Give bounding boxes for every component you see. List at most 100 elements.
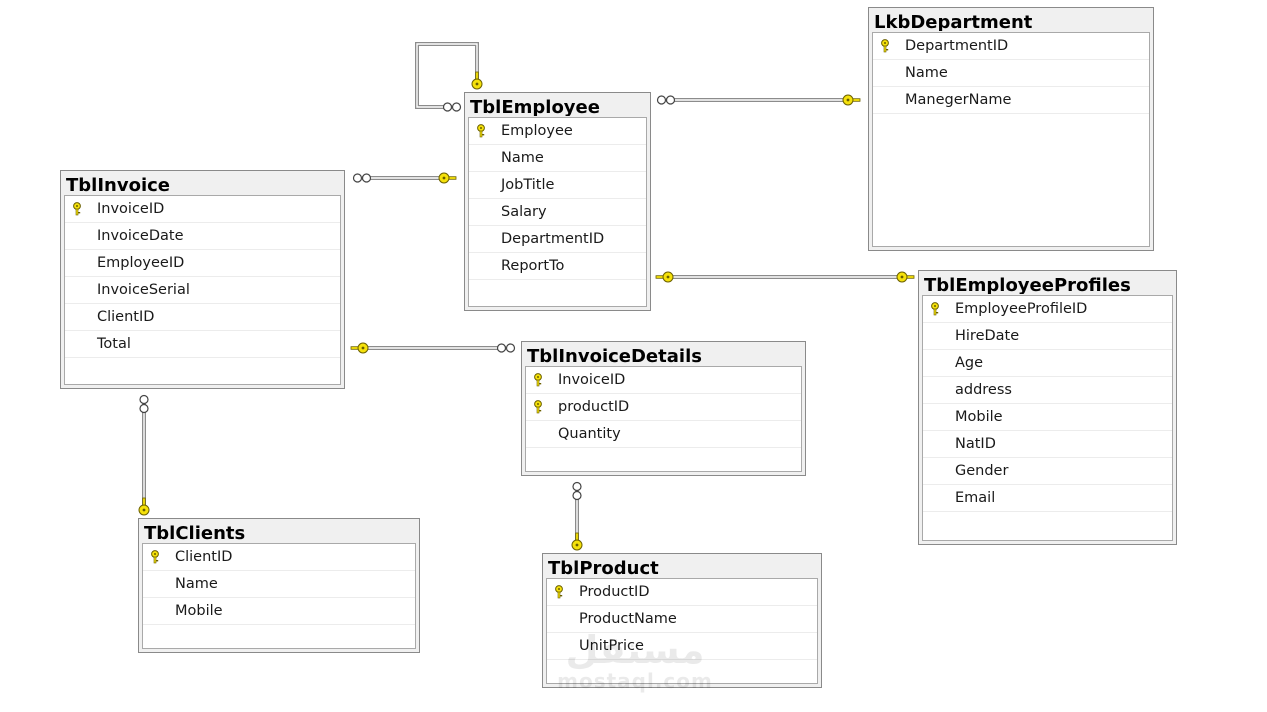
infinity-icon — [442, 102, 462, 112]
column-name: UnitPrice — [579, 638, 644, 654]
primary-key-icon — [929, 296, 941, 322]
table-title[interactable]: TblInvoice — [66, 175, 170, 194]
column-name: ProductName — [579, 611, 677, 627]
column-row[interactable]: Email — [923, 485, 1172, 512]
relationship-invoice-invoicedetails[interactable] — [350, 342, 516, 354]
table-title[interactable]: TblEmployeeProfiles — [924, 275, 1131, 294]
column-row[interactable]: Quantity — [526, 421, 801, 448]
table-title[interactable]: TblEmployee — [470, 97, 600, 116]
column-name: Name — [501, 150, 544, 166]
column-row[interactable]: ProductName — [547, 606, 817, 633]
relationship-invoice-clients[interactable] — [138, 394, 150, 516]
column-name: address — [955, 382, 1012, 398]
column-row[interactable]: Mobile — [143, 598, 415, 625]
column-name: ProductID — [579, 584, 650, 600]
primary-key-icon — [532, 394, 544, 420]
column-name: Total — [97, 336, 131, 352]
table-title[interactable]: TblClients — [144, 523, 246, 542]
column-row[interactable]: InvoiceSerial — [65, 277, 340, 304]
column-name: Name — [905, 65, 948, 81]
column-name: NatID — [955, 436, 996, 452]
relationship-invoice-employee[interactable] — [352, 172, 457, 184]
column-row[interactable]: Salary — [469, 199, 646, 226]
key-icon — [842, 94, 861, 106]
column-name: EmployeeProfileID — [955, 301, 1088, 317]
primary-key-icon — [879, 33, 891, 59]
column-name: Quantity — [558, 426, 621, 442]
column-row[interactable]: ManegerName — [873, 87, 1149, 114]
key-icon — [571, 532, 583, 551]
table-title[interactable]: TblProduct — [548, 558, 659, 577]
relationship-invoicedetails-product[interactable] — [571, 481, 583, 551]
column-row[interactable]: Name — [873, 60, 1149, 87]
column-row[interactable]: EmployeeProfileID — [923, 296, 1172, 323]
relationship-employee-self-report[interactable] — [415, 42, 483, 112]
column-name: DepartmentID — [905, 38, 1009, 54]
primary-key-icon — [475, 118, 487, 144]
column-name: productID — [558, 399, 630, 415]
column-row[interactable]: Name — [469, 145, 646, 172]
key-icon — [350, 342, 369, 354]
column-row[interactable]: InvoiceDate — [65, 223, 340, 250]
infinity-icon — [139, 394, 149, 414]
infinity-icon — [656, 95, 676, 105]
key-icon — [896, 271, 915, 283]
column-row[interactable]: JobTitle — [469, 172, 646, 199]
column-row[interactable]: Total — [65, 331, 340, 358]
column-row[interactable]: ClientID — [65, 304, 340, 331]
column-name: JobTitle — [501, 177, 555, 193]
column-name: HireDate — [955, 328, 1020, 344]
column-name: ReportTo — [501, 258, 565, 274]
table-columns: InvoiceID productID Quantity — [525, 366, 802, 472]
key-icon — [655, 271, 674, 283]
relationship-employee-profiles[interactable] — [655, 271, 915, 283]
column-name: InvoiceDate — [97, 228, 184, 244]
column-row[interactable]: address — [923, 377, 1172, 404]
column-row[interactable]: DepartmentID — [469, 226, 646, 253]
column-row[interactable]: ProductID — [547, 579, 817, 606]
column-row[interactable]: DepartmentID — [873, 33, 1149, 60]
column-row[interactable]: Age — [923, 350, 1172, 377]
column-row[interactable]: Mobile — [923, 404, 1172, 431]
column-row[interactable]: Name — [143, 571, 415, 598]
column-row[interactable]: productID — [526, 394, 801, 421]
column-row[interactable]: ClientID — [143, 544, 415, 571]
column-name: Employee — [501, 123, 573, 139]
column-name: DepartmentID — [501, 231, 605, 247]
column-name: Email — [955, 490, 996, 506]
column-row[interactable]: InvoiceID — [65, 196, 340, 223]
column-row[interactable]: Employee — [469, 118, 646, 145]
table-title[interactable]: LkbDepartment — [874, 12, 1033, 31]
relationship-employee-department[interactable] — [656, 94, 861, 106]
column-name: ClientID — [175, 549, 233, 565]
column-row[interactable]: ReportTo — [469, 253, 646, 280]
column-name: Salary — [501, 204, 547, 220]
key-icon — [471, 71, 483, 90]
column-row[interactable]: EmployeeID — [65, 250, 340, 277]
column-name: Mobile — [955, 409, 1003, 425]
column-row[interactable]: Gender — [923, 458, 1172, 485]
column-row[interactable]: InvoiceID — [526, 367, 801, 394]
infinity-icon — [572, 481, 582, 501]
primary-key-icon — [553, 579, 565, 605]
infinity-icon — [496, 343, 516, 353]
column-row[interactable]: HireDate — [923, 323, 1172, 350]
column-row[interactable]: NatID — [923, 431, 1172, 458]
table-title[interactable]: TblInvoiceDetails — [527, 346, 702, 365]
column-name: EmployeeID — [97, 255, 185, 271]
column-row[interactable]: UnitPrice — [547, 633, 817, 660]
